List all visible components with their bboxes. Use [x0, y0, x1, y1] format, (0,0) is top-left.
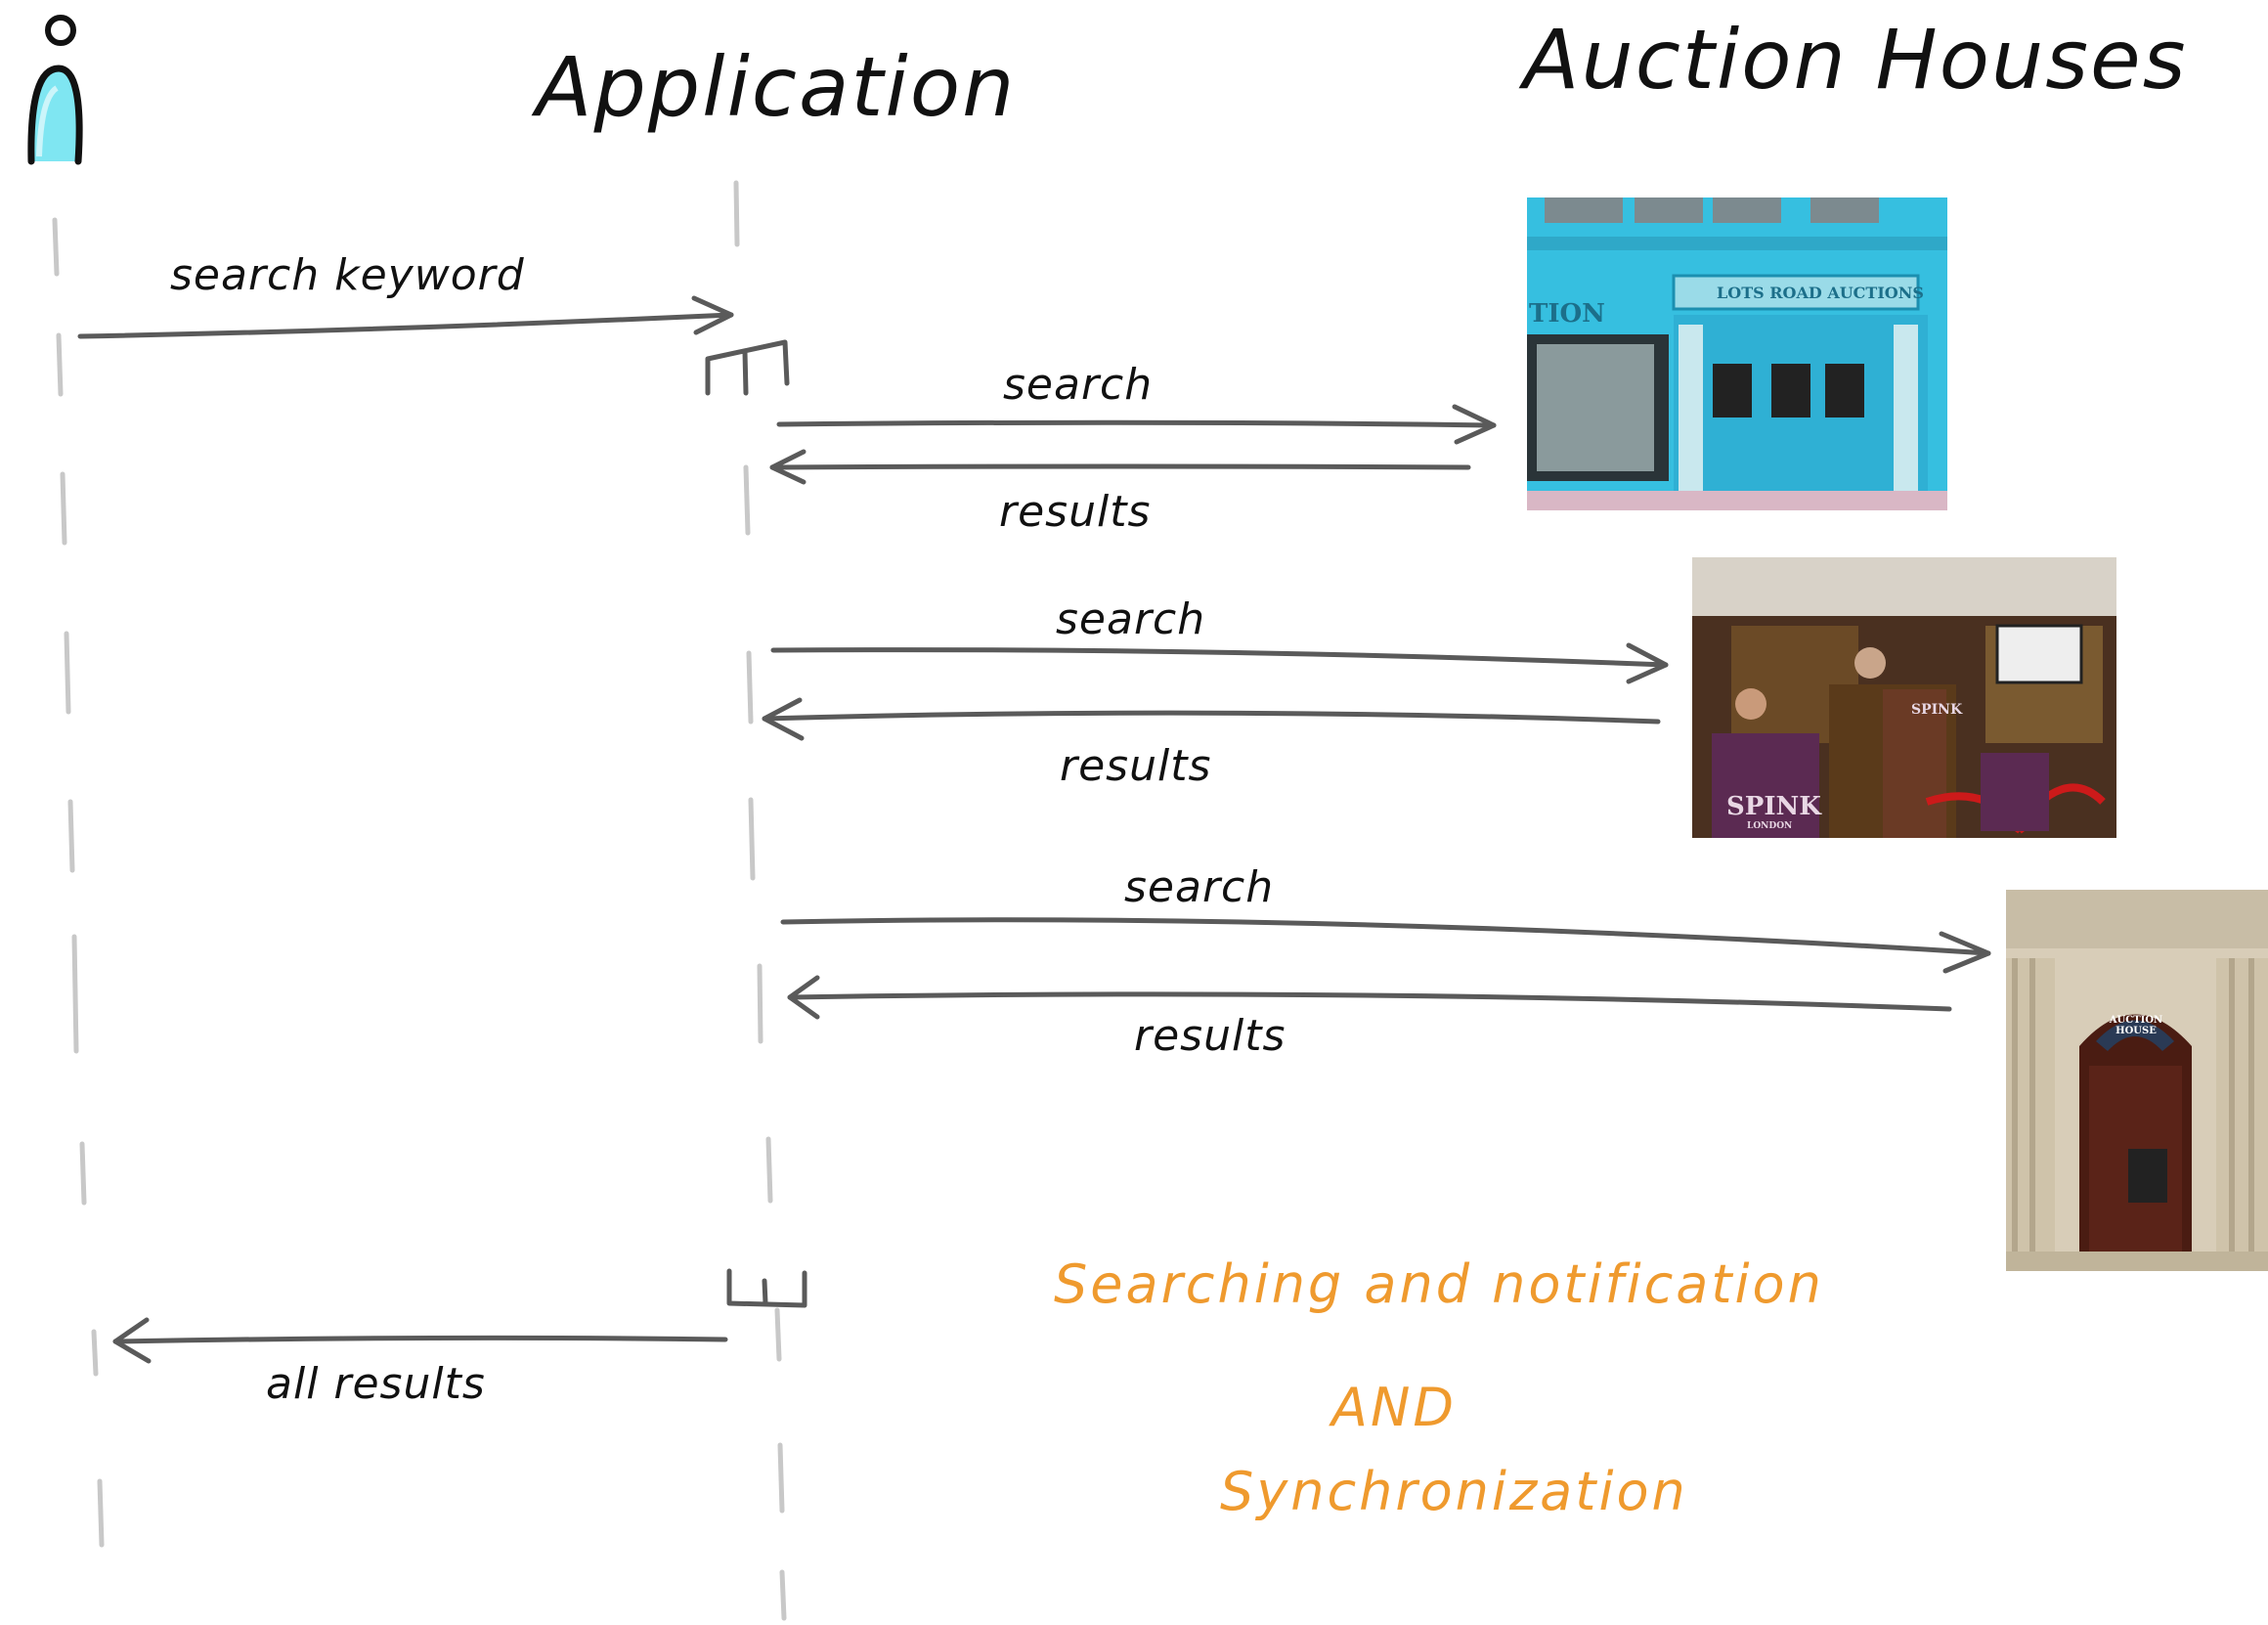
- results-arrow-1: [769, 449, 1471, 485]
- spink-sign-front: SPINK: [1726, 792, 1821, 821]
- note-line-1: Searching and notification: [1054, 1253, 1824, 1315]
- results-label-3: results: [1134, 1011, 1287, 1061]
- spink-sign-sub: LONDON: [1747, 821, 1793, 831]
- search-label-3: search: [1124, 862, 1275, 912]
- application-heading: Application: [536, 39, 1017, 135]
- search-arrow-1: [776, 404, 1497, 445]
- lots-road-partial-word: TION: [1529, 299, 1605, 329]
- auction-house-door-photo: AUCTION HOUSE: [2006, 890, 2268, 1271]
- actor-icon: [27, 15, 83, 165]
- search-arrow-3: [780, 917, 1991, 974]
- auction-house-arch-sign: AUCTION HOUSE: [2109, 1015, 2163, 1036]
- lots-road-sign: LOTS ROAD AUCTIONS: [1717, 284, 1924, 302]
- application-lifeline: [733, 180, 787, 1621]
- activation-bracket-top: [705, 339, 790, 396]
- all-results-label: all results: [266, 1359, 486, 1409]
- search-label-1: search: [1003, 360, 1154, 410]
- spink-sign-back: SPINK: [1911, 702, 1963, 718]
- all-results-arrow: [112, 1317, 728, 1364]
- results-arrow-2: [762, 697, 1661, 741]
- search-arrow-2: [770, 642, 1669, 684]
- actor-lifeline: [52, 217, 105, 1548]
- auction-houses-heading: Auction Houses: [1523, 12, 2188, 108]
- search-label-2: search: [1056, 594, 1206, 644]
- activation-bracket-bottom: [726, 1268, 807, 1308]
- results-arrow-3: [787, 975, 1952, 1020]
- results-label-2: results: [1060, 741, 1212, 791]
- note-line-2: AND: [1331, 1377, 1457, 1438]
- search-keyword-arrow: [77, 295, 734, 339]
- search-keyword-label: search keyword: [170, 250, 525, 300]
- note-line-3: Synchronization: [1220, 1461, 1688, 1522]
- results-label-1: results: [999, 487, 1152, 537]
- lots-road-auctions-photo: LOTS ROAD AUCTIONS TION: [1527, 198, 1947, 510]
- spink-auction-photo: SPINK LONDON SPINK: [1692, 557, 2116, 838]
